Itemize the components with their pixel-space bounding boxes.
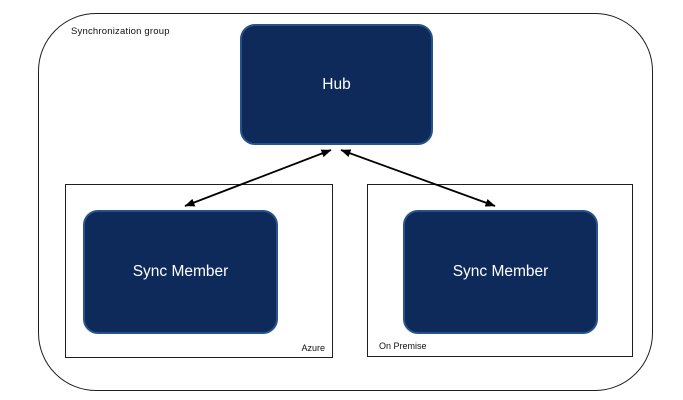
on-premise-environment-label: On Premise [379, 341, 427, 351]
sync-member-on-premise-label: Sync Member [452, 263, 549, 280]
hub-node: Hub [240, 24, 433, 145]
hub-node-label: Hub [322, 75, 351, 93]
sync-member-node-azure: Sync Member [83, 210, 278, 334]
sync-member-azure-label: Sync Member [132, 263, 229, 280]
azure-container: Sync Member Azure [65, 184, 333, 358]
sync-member-node-on-premise: Sync Member [403, 210, 598, 334]
synchronization-group-label: Synchronization group [71, 26, 170, 37]
on-premise-container: Sync Member On Premise [367, 184, 633, 357]
azure-environment-label: Azure [301, 343, 325, 353]
